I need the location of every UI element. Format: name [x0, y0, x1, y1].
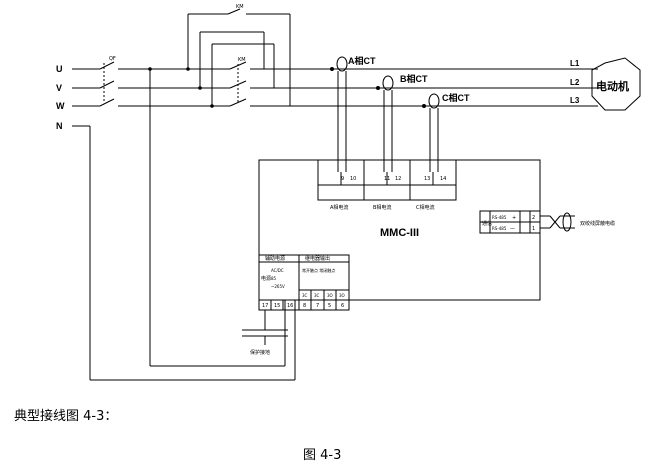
ct-c-terminal-label: C相电流	[416, 204, 435, 211]
ct-c-label: C相CT	[442, 92, 470, 103]
relay-code-1: 3C	[302, 293, 308, 298]
rs485-row-1-pin: 2	[532, 215, 535, 221]
rs485-row-1-name: RS-485	[492, 215, 507, 220]
ground-label: 保护接地	[250, 349, 270, 356]
power-row-1: AC/DC	[271, 268, 284, 273]
rs485-box-text: 通信	[482, 220, 492, 227]
ct-a-pin-10: 10	[350, 176, 356, 182]
output-l1-label: L1	[570, 59, 580, 68]
relay-pin-8: 8	[303, 303, 306, 309]
figure-label: 图 4-3	[303, 448, 342, 463]
device-model: MMC-III	[380, 227, 419, 239]
relay-code-3: 3O	[327, 293, 333, 298]
phase-w-label: W	[56, 101, 65, 111]
breaker-label: QF	[109, 56, 116, 62]
phase-u-label: U	[56, 64, 63, 74]
relay-pin-6: 6	[341, 303, 344, 309]
power-row-2: 85	[271, 276, 277, 281]
diagram-caption: 典型接线图 4-3：	[14, 409, 118, 424]
ct-b-terminal-label: B相电流	[373, 204, 391, 211]
ct-a-label: A相CT	[348, 55, 376, 66]
relay-code-4: 3O	[339, 293, 345, 298]
power-pin-17: 17	[262, 303, 268, 309]
power-pin-15: 15	[274, 303, 280, 309]
ct-a-terminal-label: A相电流	[330, 204, 348, 211]
rs485-row-2-pin: 1	[532, 226, 535, 232]
ct-c-pin-14: 14	[440, 176, 446, 182]
contactor-label-main: KM	[238, 57, 246, 63]
relay-sub-label: 常开触点 常闭触点	[302, 267, 335, 273]
power-row-3: ~265V	[271, 284, 285, 289]
power-side-text: 电源	[261, 275, 271, 282]
contactor-label-top: KM	[236, 4, 244, 10]
relay-pin-7: 7	[316, 303, 319, 309]
rs485-row-2-name: RS-485	[492, 226, 507, 231]
ct-b-pin-12: 12	[395, 176, 401, 182]
rs485-row-1-sign: +	[512, 215, 516, 221]
relay-block-title: 继电器输出	[305, 255, 330, 262]
power-pin-16: 16	[287, 303, 293, 309]
motor-label: 电动机	[596, 79, 629, 93]
ct-a-pin-9: 9	[341, 176, 344, 182]
ct-b-label: B相CT	[400, 73, 428, 84]
output-l3-label: L3	[570, 96, 580, 105]
rs485-cable-label: 双绞线屏蔽电缆	[580, 220, 615, 227]
relay-pin-5: 5	[328, 303, 331, 309]
rs485-row-2-sign: —	[510, 226, 515, 232]
relay-code-2: 3C	[314, 293, 320, 298]
neutral-label: N	[56, 121, 63, 131]
output-l2-label: L2	[570, 78, 580, 87]
ct-c-pin-13: 13	[424, 176, 430, 182]
power-block-title: 辅助电源	[265, 255, 285, 262]
ct-b-pin-11: 11	[384, 176, 390, 182]
phase-v-label: V	[56, 83, 62, 93]
